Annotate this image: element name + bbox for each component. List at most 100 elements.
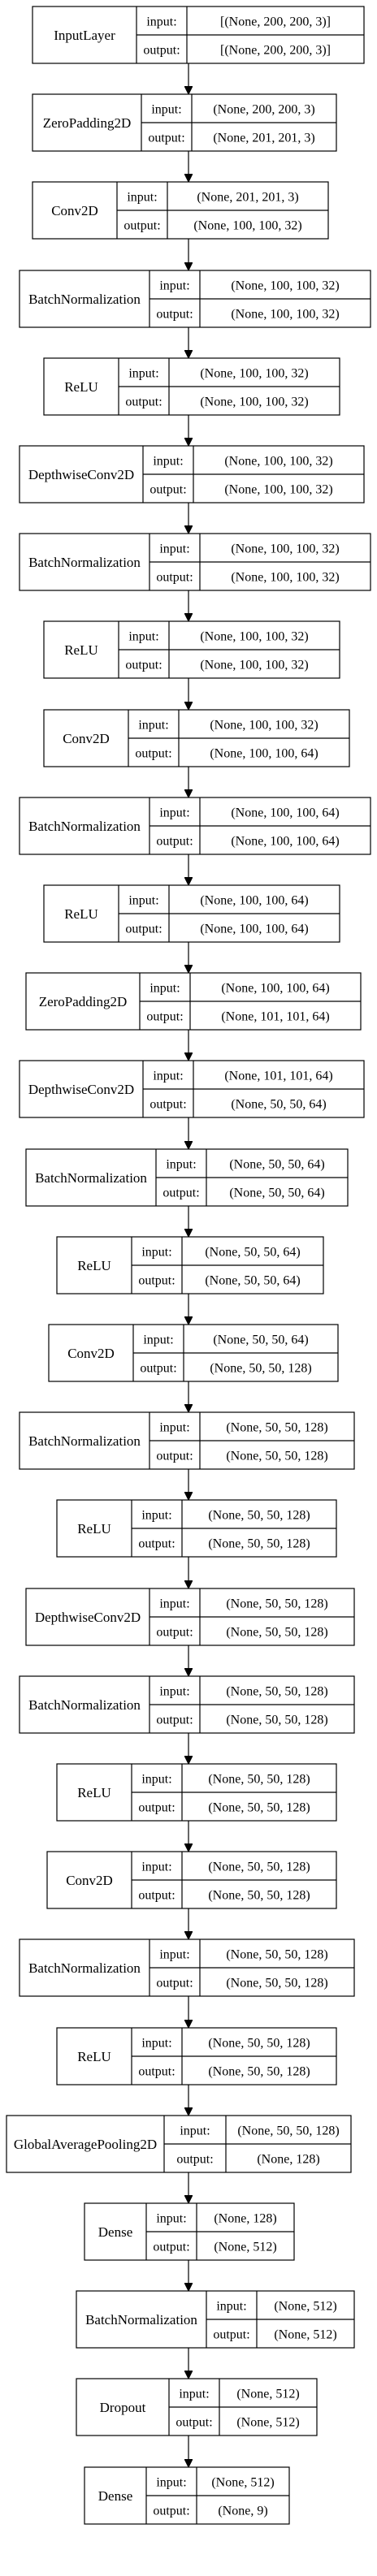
output-shape: (None, 512) xyxy=(214,2241,276,2254)
input-label: input: xyxy=(159,806,189,820)
layer-name: BatchNormalization xyxy=(28,1697,141,1713)
output-label: output: xyxy=(146,1010,183,1024)
input-label: input: xyxy=(156,2476,186,2490)
input-shape: (None, 50, 50, 128) xyxy=(208,2037,310,2051)
input-label: input: xyxy=(128,367,158,381)
layer-name: BatchNormalization xyxy=(85,2312,197,2327)
output-shape: (None, 100, 100, 32) xyxy=(200,395,308,409)
layer-name: BatchNormalization xyxy=(28,292,141,307)
input-shape: (None, 50, 50, 128) xyxy=(226,1597,327,1611)
output-shape: (None, 50, 50, 128) xyxy=(208,2065,310,2079)
output-shape: (None, 512) xyxy=(236,2416,299,2430)
layer-name: Conv2D xyxy=(51,203,98,218)
output-shape: (None, 9) xyxy=(218,2505,267,2518)
output-label: output: xyxy=(156,1977,193,1990)
layer-name: Dropout xyxy=(100,2400,146,2415)
input-label: input: xyxy=(141,1246,171,1260)
output-label: output: xyxy=(125,659,162,672)
output-label: output: xyxy=(156,835,193,849)
input-label: input: xyxy=(159,1948,189,1962)
output-shape: (None, 512) xyxy=(274,2328,336,2342)
layer-name: BatchNormalization xyxy=(28,555,141,570)
input-label: input: xyxy=(146,15,176,29)
layer-name: BatchNormalization xyxy=(28,1960,141,1976)
layer-name: ZeroPadding2D xyxy=(43,115,132,131)
input-label: input: xyxy=(159,1685,189,1699)
output-label: output: xyxy=(138,1889,175,1903)
layer-name: BatchNormalization xyxy=(28,819,141,834)
output-shape: (None, 100, 100, 32) xyxy=(231,308,339,322)
output-shape: (None, 100, 100, 32) xyxy=(231,571,339,585)
input-shape: (None, 512) xyxy=(274,2300,336,2314)
input-label: input: xyxy=(141,1861,171,1874)
layer-name: ReLU xyxy=(77,2049,111,2064)
input-label: input: xyxy=(153,455,183,469)
layer-name: ReLU xyxy=(64,906,98,922)
output-label: output: xyxy=(143,44,180,58)
input-shape: (None, 200, 200, 3) xyxy=(213,103,314,117)
output-label: output: xyxy=(138,1274,175,1288)
input-label: input: xyxy=(216,2300,246,2314)
layer-name: Dense xyxy=(98,2224,132,2240)
input-label: input: xyxy=(128,630,158,644)
output-label: output: xyxy=(135,747,171,761)
output-shape: (None, 50, 50, 64) xyxy=(229,1186,324,1200)
input-shape: (None, 50, 50, 128) xyxy=(208,1861,310,1874)
output-label: output: xyxy=(153,2241,189,2254)
input-label: input: xyxy=(151,103,181,117)
input-shape: (None, 100, 100, 64) xyxy=(221,982,329,996)
input-shape: (None, 100, 100, 32) xyxy=(231,279,339,293)
layer-name: GlobalAveragePooling2D xyxy=(14,2137,157,2152)
output-shape: (None, 50, 50, 128) xyxy=(226,1450,327,1463)
output-shape: (None, 100, 100, 32) xyxy=(224,483,332,497)
layer-name: ReLU xyxy=(77,1521,111,1537)
input-shape: (None, 50, 50, 64) xyxy=(229,1158,324,1172)
output-label: output: xyxy=(156,1626,193,1640)
output-shape: (None, 50, 50, 128) xyxy=(208,1801,310,1815)
output-label: output: xyxy=(125,395,162,409)
output-shape: [(None, 200, 200, 3)] xyxy=(220,44,331,58)
output-shape: (None, 100, 100, 32) xyxy=(193,219,301,233)
input-shape: (None, 201, 201, 3) xyxy=(197,191,298,205)
input-shape: (None, 100, 100, 64) xyxy=(200,894,308,908)
layer-name: BatchNormalization xyxy=(35,1170,147,1186)
layer-name: BatchNormalization xyxy=(28,1433,141,1449)
output-shape: (None, 50, 50, 128) xyxy=(208,1889,310,1903)
output-label: output: xyxy=(156,1450,193,1463)
layer-name: ZeroPadding2D xyxy=(39,994,128,1009)
input-label: input: xyxy=(150,982,180,996)
input-shape: (None, 512) xyxy=(236,2388,299,2401)
layer-node: ZeroPadding2D input: output: (None, 100, 10… xyxy=(25,972,362,1031)
input-label: input: xyxy=(180,2124,210,2138)
output-shape: (None, 50, 50, 64) xyxy=(231,1098,326,1112)
layer-name: DepthwiseConv2D xyxy=(28,1082,134,1097)
layer-name: Conv2D xyxy=(67,1346,115,1361)
output-shape: (None, 50, 50, 128) xyxy=(226,1626,327,1640)
output-shape: (None, 100, 100, 32) xyxy=(200,659,308,672)
layer-node: GlobalAveragePooling2Dinput:output:(None… xyxy=(6,2115,352,2173)
input-label: input: xyxy=(159,542,189,556)
input-label: input: xyxy=(143,1333,173,1347)
output-shape: (None, 100, 100, 64) xyxy=(200,923,308,936)
input-shape: (None, 100, 100, 64) xyxy=(231,806,339,820)
input-shape: (None, 50, 50, 128) xyxy=(208,1509,310,1523)
output-shape: (None, 101, 101, 64) xyxy=(221,1010,329,1024)
input-label: input: xyxy=(141,1773,171,1787)
output-shape: (None, 50, 50, 64) xyxy=(205,1274,300,1288)
